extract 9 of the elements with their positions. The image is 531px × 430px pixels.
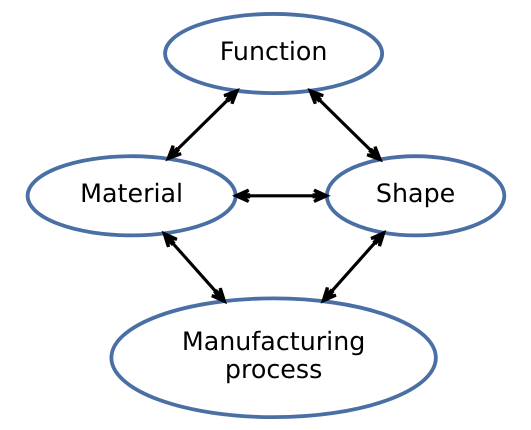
node-ellipse: Shape bbox=[324, 154, 506, 237]
arrow bbox=[234, 188, 328, 203]
node-ellipse: Material bbox=[25, 154, 238, 237]
node-ellipse: Manufacturing process bbox=[108, 296, 438, 419]
arrow bbox=[308, 88, 382, 161]
arrow bbox=[321, 230, 385, 302]
node-ellipse: Function bbox=[162, 12, 384, 94]
arrow bbox=[166, 88, 238, 160]
arrow bbox=[162, 232, 226, 302]
